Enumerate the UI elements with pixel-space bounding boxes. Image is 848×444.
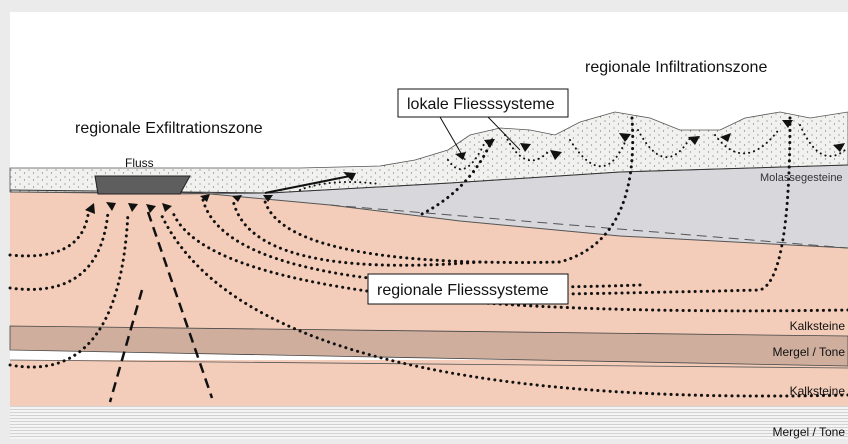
exfiltration-zone-label: regionale Exfiltrationszone bbox=[75, 120, 263, 137]
marl-upper-label: Mergel / Tone bbox=[773, 345, 846, 359]
limestone-upper-label: Kalksteine bbox=[790, 319, 846, 333]
limestone-lower-label: Kalksteine bbox=[790, 384, 846, 398]
molasse-label: Molassegesteine bbox=[760, 172, 843, 184]
infiltration-zone-label: regionale Infiltrationszone bbox=[585, 59, 767, 76]
regional-flow-label: regionale Fliesssysteme bbox=[377, 282, 549, 299]
local-flow-label: lokale Fliesssysteme bbox=[407, 96, 555, 113]
river-channel bbox=[95, 176, 190, 194]
marl-lower-label: Mergel / Tone bbox=[773, 425, 846, 439]
river-label: Fluss bbox=[125, 156, 154, 170]
marl-lower-layer bbox=[10, 406, 848, 439]
